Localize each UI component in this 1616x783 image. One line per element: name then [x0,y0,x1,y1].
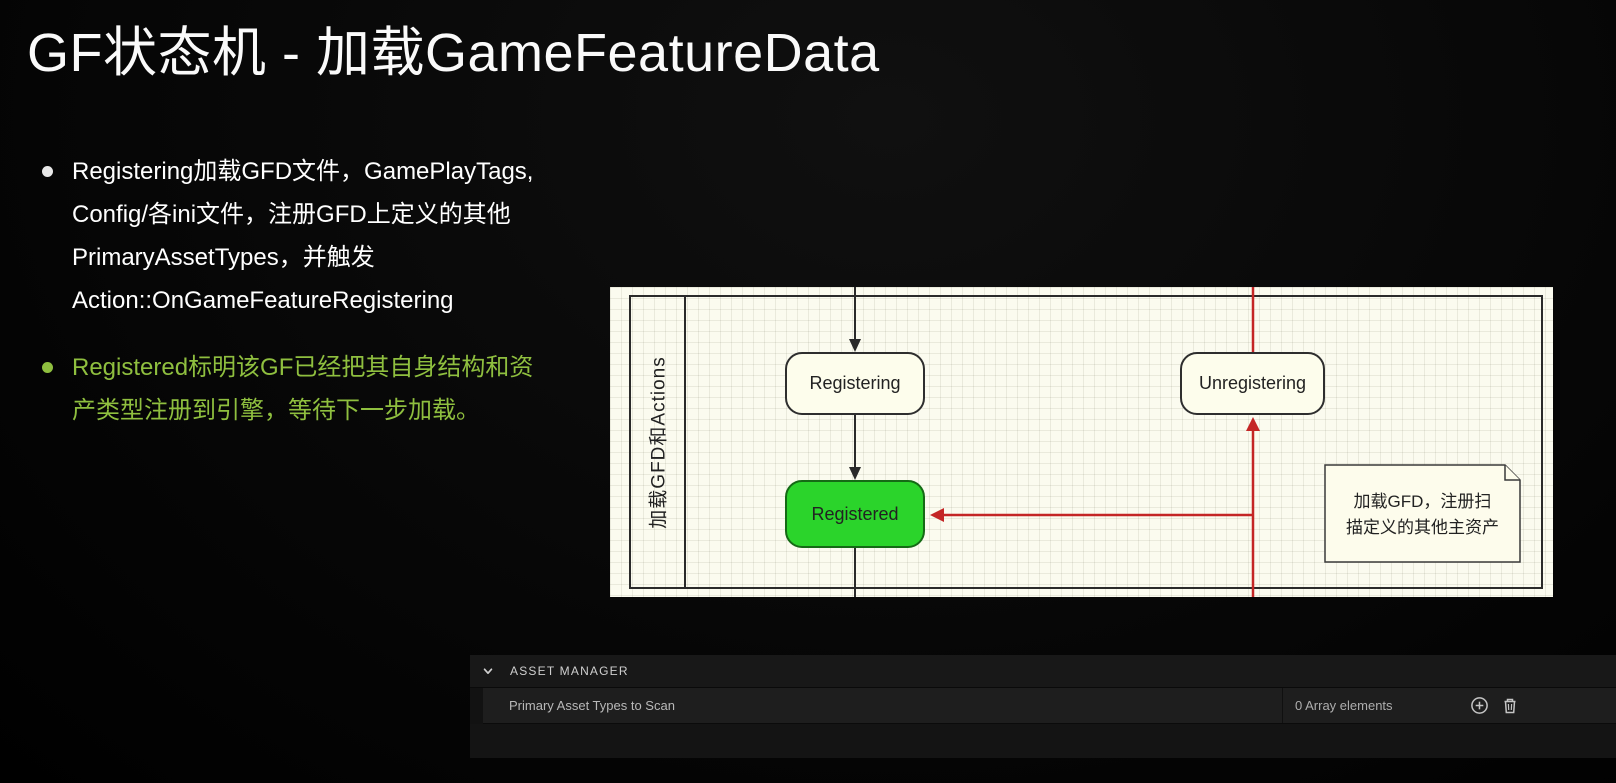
delete-icon[interactable] [1502,697,1518,715]
property-name: Primary Asset Types to Scan [483,688,1283,723]
bullet-line: Config/各ini文件，注册GFD上定义的其他 [72,201,511,228]
property-value: 0 Array elements [1295,698,1393,713]
note-line: 加载GFD，注册扫 [1353,491,1492,511]
bullet-line: Registered标明该GF已经把其自身结构和资 [72,354,534,381]
asset-manager-panel: ASSET MANAGER Primary Asset Types to Sca… [470,655,1616,758]
note-box: 加载GFD，注册扫 描定义的其他主资产 [1330,482,1515,548]
state-unregistering: Unregistering [1180,352,1325,415]
bullet-line: Action::OnGameFeatureRegistering [72,287,454,314]
bullet-line: Registering加载GFD文件，GamePlayTags, [72,158,534,185]
note-line: 描定义的其他主资产 [1346,518,1499,537]
diagram-arrows [629,287,1543,597]
chevron-down-icon[interactable] [482,665,494,677]
bullet-list: Registering加载GFD文件，GamePlayTags, Config/… [42,150,602,456]
asset-manager-header[interactable]: ASSET MANAGER [470,655,1616,688]
bullet-dot [42,166,53,177]
page-title: GF状态机 - 加载GameFeatureData [27,23,880,83]
bullet-line: 产类型注册到引擎，等待下一步加载。 [72,397,480,424]
state-registering: Registering [785,352,925,415]
state-machine-diagram: 加载GFD和Actions Registering Registered Unr… [610,287,1553,597]
bullet-item-registering: Registering加载GFD文件，GamePlayTags, Config/… [42,150,602,322]
bullet-item-registered: Registered标明该GF已经把其自身结构和资 产类型注册到引擎，等待下一步… [42,346,602,432]
state-registered: Registered [785,480,925,548]
swimlane-label: 加载GFD和Actions [649,355,671,529]
bullet-line: PrimaryAssetTypes，并触发 [72,244,375,271]
section-title: ASSET MANAGER [510,664,629,678]
property-row[interactable]: Primary Asset Types to Scan 0 Array elem… [483,688,1616,724]
add-element-icon[interactable] [1470,696,1489,715]
bullet-dot [42,362,53,373]
